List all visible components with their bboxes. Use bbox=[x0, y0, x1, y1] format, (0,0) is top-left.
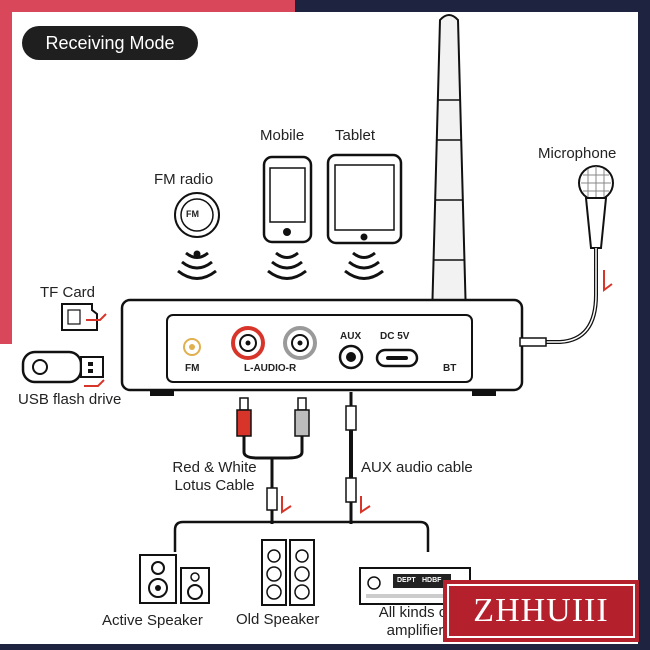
lotus-cable-label-line2: Lotus Cable bbox=[174, 477, 255, 494]
frame-accent-navy bbox=[295, 0, 650, 12]
receiver-device bbox=[120, 298, 524, 396]
tf-card-label: TF Card bbox=[40, 284, 96, 301]
watermark-stamp: ZHHUIII bbox=[443, 580, 639, 642]
active-speaker-icon bbox=[139, 554, 210, 604]
frame-right-bar bbox=[638, 12, 650, 650]
fm-radio-icon bbox=[174, 192, 220, 238]
aux-cable-icon bbox=[345, 392, 371, 524]
frame-left-bar bbox=[0, 12, 12, 650]
amp-display-left: DEPT bbox=[397, 577, 416, 584]
aux-port-label: AUX bbox=[340, 331, 362, 342]
amplifier-label: All kinds of amplifier bbox=[360, 604, 470, 640]
audio-port-label: L-AUDIO-R bbox=[244, 363, 297, 374]
frame-bottom-bar bbox=[0, 644, 650, 650]
amp-display-right: HDBF bbox=[422, 577, 442, 584]
usb-drive-icon bbox=[21, 350, 105, 387]
aux-cable-label: AUX audio cable bbox=[361, 459, 473, 476]
tablet-label: Tablet bbox=[335, 127, 376, 144]
mobile-phone-icon bbox=[262, 155, 313, 244]
fm-port-icon bbox=[183, 338, 201, 356]
amplifier-label-line1: All kinds of bbox=[378, 604, 452, 621]
rca-white-port-icon bbox=[283, 326, 317, 360]
usb-c-port-icon bbox=[375, 348, 419, 368]
mobile-label: Mobile bbox=[260, 127, 305, 144]
fm-badge: FM bbox=[186, 209, 199, 219]
microphone-label: Microphone bbox=[538, 145, 617, 162]
fm-radio-label: FM radio bbox=[154, 171, 214, 188]
amplifier-label-line2: amplifier bbox=[386, 622, 444, 639]
wireless-signal-icon bbox=[177, 250, 217, 280]
dc-port-label: DC 5V bbox=[380, 331, 410, 342]
old-speaker-icon bbox=[261, 539, 315, 606]
tablet-icon bbox=[326, 153, 403, 245]
rca-cable-icon bbox=[236, 397, 310, 524]
wireless-signal-icon bbox=[267, 251, 307, 280]
old-speaker-label: Old Speaker bbox=[236, 611, 320, 628]
microphone-icon bbox=[519, 165, 614, 347]
watermark-text: ZHHUIII bbox=[447, 584, 635, 638]
rca-red-port-icon bbox=[231, 326, 265, 360]
frame-accent-red bbox=[0, 0, 295, 12]
wireless-signal-icon bbox=[344, 251, 384, 280]
usb-drive-label: USB flash drive bbox=[18, 391, 122, 408]
bt-label: BT bbox=[443, 363, 457, 374]
lotus-cable-label: Red & White Lotus Cable bbox=[152, 459, 277, 495]
output-bracket bbox=[173, 520, 430, 552]
lotus-cable-label-line1: Red & White bbox=[172, 459, 257, 476]
tf-card-icon bbox=[61, 303, 107, 331]
aux-port-icon bbox=[338, 344, 364, 370]
active-speaker-label: Active Speaker bbox=[102, 612, 203, 629]
mode-title-badge: Receiving Mode bbox=[22, 26, 198, 60]
fm-port-label: FM bbox=[185, 363, 200, 374]
